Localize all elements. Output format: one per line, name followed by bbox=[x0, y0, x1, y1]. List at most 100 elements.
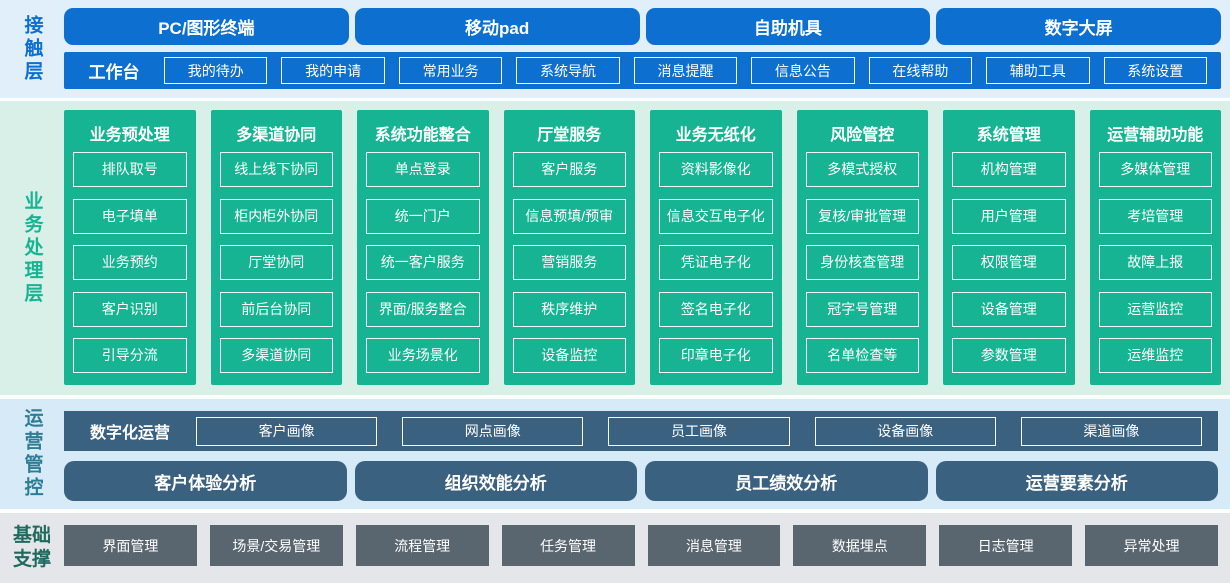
business-item[interactable]: 业务预约 bbox=[73, 245, 187, 280]
business-column: 业务无纸化 资料影像化 信息交互电子化 凭证电子化 签名电子化 bbox=[650, 110, 782, 385]
foundation-button[interactable]: 日志管理 bbox=[939, 525, 1073, 566]
workbench-item[interactable]: 系统导航 bbox=[516, 57, 620, 84]
foundation-button[interactable]: 数据埋点 bbox=[793, 525, 927, 566]
workbench-item[interactable]: 信息公告 bbox=[751, 57, 855, 84]
terminal-row: PC/图形终端 移动pad 自助机具 数字大屏 bbox=[64, 8, 1221, 45]
business-column: 厅堂服务 客户服务 信息预填/预审 营销服务 秩序维护 bbox=[503, 110, 635, 385]
business-item[interactable]: 凭证电子化 bbox=[659, 245, 773, 280]
business-column-title: 运营辅助功能 bbox=[1107, 127, 1204, 144]
portrait-item[interactable]: 网点画像 bbox=[402, 416, 584, 446]
workbench-item[interactable]: 在线帮助 bbox=[868, 57, 973, 84]
business-column-items: 资料影像化 信息交互电子化 凭证电子化 签名电子化 印章电子化 bbox=[659, 150, 773, 373]
foundation-button[interactable]: 消息管理 bbox=[647, 525, 781, 566]
business-item[interactable]: 身份核查管理 bbox=[805, 245, 919, 280]
digital-operations-items: 客户画像 网点画像 员工画像 设备画像 渠道画像 bbox=[196, 416, 1203, 446]
terminal-button[interactable]: 数字大屏 bbox=[936, 8, 1221, 45]
business-item[interactable]: 冠字号管理 bbox=[805, 291, 919, 327]
workbench-items: 我的待办 我的申请 常用业务 系统导航 消息提醒 信息公告 在线帮助 辅助工具 bbox=[164, 57, 1207, 84]
workbench-item[interactable]: 我的申请 bbox=[281, 57, 385, 84]
foundation-button[interactable]: 任务管理 bbox=[501, 525, 635, 566]
business-layer-content: 业务预处理 排队取号 电子填单 业务预约 客户识别 bbox=[64, 101, 1221, 395]
workbench-item[interactable]: 常用业务 bbox=[398, 57, 503, 84]
workbench-item[interactable]: 消息提醒 bbox=[633, 57, 738, 84]
business-column-title: 厅堂服务 bbox=[537, 127, 602, 144]
business-item[interactable]: 客户识别 bbox=[73, 291, 187, 327]
business-column-items: 机构管理 用户管理 权限管理 设备管理 参数管理 bbox=[952, 150, 1066, 373]
foundation-row: 界面管理 场景/交易管理 流程管理 任务管理 消息管理 数据埋点 日志管理 异常… bbox=[64, 525, 1218, 566]
business-column-items: 线上线下协同 柜内柜外协同 厅堂协同 前后台协同 多渠道协同 bbox=[219, 150, 333, 373]
business-item[interactable]: 多渠道协同 bbox=[219, 338, 333, 373]
business-item[interactable]: 名单检查等 bbox=[805, 338, 919, 373]
business-item[interactable]: 设备监控 bbox=[512, 338, 626, 373]
analysis-button[interactable]: 运营要素分析 bbox=[935, 461, 1218, 501]
business-item[interactable]: 营销服务 bbox=[512, 245, 626, 280]
portrait-item[interactable]: 渠道画像 bbox=[1020, 416, 1203, 446]
business-item[interactable]: 厅堂协同 bbox=[219, 245, 333, 280]
business-column-title: 业务预处理 bbox=[89, 127, 170, 144]
terminal-button[interactable]: 自助机具 bbox=[645, 8, 931, 45]
business-item[interactable]: 引导分流 bbox=[73, 338, 187, 373]
business-item[interactable]: 印章电子化 bbox=[659, 338, 773, 373]
business-item[interactable]: 电子填单 bbox=[73, 198, 187, 234]
workbench-item[interactable]: 辅助工具 bbox=[986, 57, 1090, 84]
digital-operations-label: 数字化运营 bbox=[89, 425, 170, 442]
analysis-row: 客户体验分析 组织效能分析 员工绩效分析 运营要素分析 bbox=[64, 461, 1218, 501]
business-item[interactable]: 信息预填/预审 bbox=[512, 198, 626, 234]
portrait-item[interactable]: 设备画像 bbox=[814, 416, 996, 446]
portrait-item[interactable]: 客户画像 bbox=[196, 416, 378, 446]
business-item[interactable]: 故障上报 bbox=[1098, 245, 1212, 280]
business-column-title: 业务无纸化 bbox=[675, 127, 756, 144]
foundation-band: 基础支撑 界面管理 场景/交易管理 流程管理 任务管理 消息管理 数据埋点 日志… bbox=[0, 513, 1230, 583]
business-item[interactable]: 参数管理 bbox=[952, 338, 1066, 373]
terminal-button[interactable]: 移动pad bbox=[354, 8, 640, 45]
business-item[interactable]: 统一客户服务 bbox=[366, 245, 480, 280]
terminal-button[interactable]: PC/图形终端 bbox=[64, 8, 349, 45]
business-item[interactable]: 柜内柜外协同 bbox=[219, 198, 333, 234]
portrait-item[interactable]: 员工画像 bbox=[608, 416, 790, 446]
business-item[interactable]: 信息交互电子化 bbox=[659, 198, 773, 234]
business-item[interactable]: 前后台协同 bbox=[219, 291, 333, 327]
business-item[interactable]: 界面/服务整合 bbox=[366, 291, 480, 327]
workbench-bar: 工作台 我的待办 我的申请 常用业务 系统导航 消息提醒 信息公告 bbox=[64, 52, 1221, 89]
business-item[interactable]: 复核/审批管理 bbox=[805, 198, 919, 234]
foundation-button[interactable]: 界面管理 bbox=[64, 525, 197, 566]
business-item[interactable]: 线上线下协同 bbox=[219, 152, 333, 187]
business-column: 多渠道协同 线上线下协同 柜内柜外协同 厅堂协同 前后台协同 bbox=[210, 110, 342, 385]
analysis-button[interactable]: 员工绩效分析 bbox=[645, 461, 928, 501]
business-item[interactable]: 多模式授权 bbox=[805, 152, 919, 187]
business-item[interactable]: 考培管理 bbox=[1098, 198, 1212, 234]
business-item[interactable]: 业务场景化 bbox=[366, 338, 480, 373]
business-item[interactable]: 运维监控 bbox=[1098, 338, 1212, 373]
business-item[interactable]: 资料影像化 bbox=[659, 152, 773, 187]
business-item[interactable]: 签名电子化 bbox=[659, 291, 773, 327]
business-columns: 业务预处理 排队取号 电子填单 业务预约 客户识别 bbox=[64, 110, 1221, 385]
foundation-button[interactable]: 异常处理 bbox=[1085, 525, 1218, 566]
contact-layer-content: PC/图形终端 移动pad 自助机具 数字大屏 工作台 我的待办 我的申请 bbox=[64, 0, 1221, 98]
business-item[interactable]: 多媒体管理 bbox=[1098, 152, 1212, 187]
analysis-button[interactable]: 客户体验分析 bbox=[64, 461, 347, 501]
business-item[interactable]: 权限管理 bbox=[952, 245, 1066, 280]
business-column-items: 排队取号 电子填单 业务预约 客户识别 引导分流 bbox=[73, 150, 187, 373]
foundation-button[interactable]: 场景/交易管理 bbox=[209, 525, 343, 566]
business-item[interactable]: 机构管理 bbox=[952, 152, 1066, 187]
operations-content: 数字化运营 客户画像 网点画像 员工画像 设备画像 渠道画像 bbox=[64, 399, 1221, 509]
business-column-title: 系统管理 bbox=[976, 127, 1041, 144]
foundation-content: 界面管理 场景/交易管理 流程管理 任务管理 消息管理 数据埋点 日志管理 异常… bbox=[64, 513, 1221, 583]
business-item[interactable]: 用户管理 bbox=[952, 198, 1066, 234]
business-item[interactable]: 客户服务 bbox=[512, 152, 626, 187]
business-item[interactable]: 运营监控 bbox=[1098, 291, 1212, 327]
business-column-title: 风险管控 bbox=[830, 127, 895, 144]
business-item[interactable]: 排队取号 bbox=[73, 152, 187, 187]
analysis-button[interactable]: 组织效能分析 bbox=[354, 461, 637, 501]
business-column-items: 多模式授权 复核/审批管理 身份核查管理 冠字号管理 名单检查等 bbox=[805, 150, 919, 373]
workbench-item[interactable]: 系统设置 bbox=[1103, 57, 1207, 84]
operations-label: 运营管控 bbox=[0, 399, 64, 509]
business-column-items: 客户服务 信息预填/预审 营销服务 秩序维护 设备监控 bbox=[512, 150, 626, 373]
foundation-button[interactable]: 流程管理 bbox=[355, 525, 489, 566]
business-item[interactable]: 单点登录 bbox=[366, 152, 480, 187]
business-item[interactable]: 设备管理 bbox=[952, 291, 1066, 327]
business-item[interactable]: 秩序维护 bbox=[512, 291, 626, 327]
business-item[interactable]: 统一门户 bbox=[366, 198, 480, 234]
workbench-item[interactable]: 我的待办 bbox=[164, 57, 268, 84]
contact-layer-label: 接触层 bbox=[0, 0, 64, 98]
